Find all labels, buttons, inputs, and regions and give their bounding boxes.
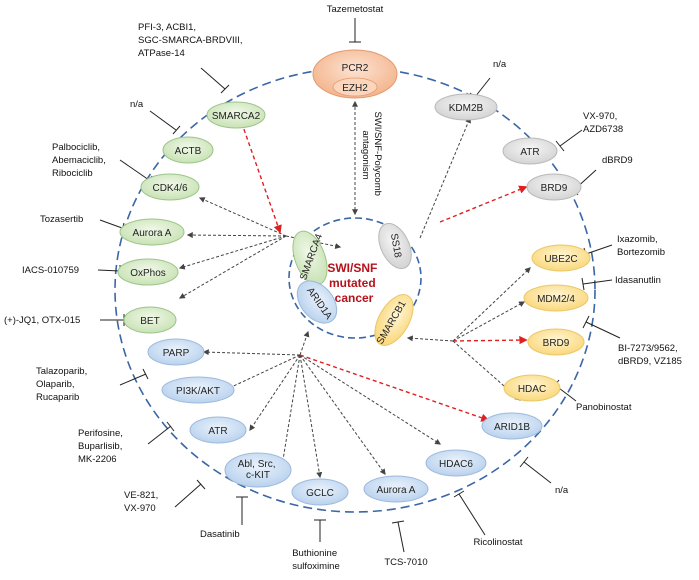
yellow-nodes: UBE2C MDM2/4 BRD9 HDAC: [503, 244, 591, 402]
node-atr-blue: ATR: [208, 426, 227, 437]
node-bet: BET: [140, 316, 159, 327]
green-nodes: SMARCA2 ACTB CDK4/6 Aurora A OxPhos BET: [117, 101, 266, 334]
node-abl-src-ckit: Abl, Src, c-KIT: [238, 459, 279, 481]
inhibitor-actb: n/a: [130, 99, 144, 110]
node-aurora-a-blue: Aurora A: [377, 485, 416, 496]
node-hdac6: HDAC6: [439, 459, 473, 470]
node-smarca2: SMARCA2: [212, 111, 261, 122]
inhibitor-atr-blue: VE-821, VX-970: [124, 490, 161, 514]
node-actb: ACTB: [175, 146, 202, 157]
inhibitor-brd9-grey: dBRD9: [602, 155, 633, 166]
inhibitor-parp: Talazoparib, Olaparib, Rucaparib: [36, 366, 90, 403]
node-ube2c: UBE2C: [544, 254, 577, 265]
bottom-hub-arrows: [202, 330, 442, 479]
red-arrow-brd9-yellow: [452, 335, 528, 345]
pcr2-label: PCR2: [342, 63, 369, 74]
node-arid1b: ARID1B: [494, 422, 530, 433]
ss18-label: SS18: [388, 233, 403, 259]
red-arrow-arid1b: [299, 354, 490, 422]
inhibitor-smarca2: PFI-3, ACBI1, SGC-SMARCA-BRDVIII, ATPase…: [138, 22, 245, 59]
node-oxphos: OxPhos: [130, 268, 166, 279]
node-kdm2b: KDM2B: [449, 103, 484, 114]
inhibitor-pi3k-akt: Perifosine, Buparlisib, MK-2206: [78, 428, 126, 465]
node-hdac: HDAC: [518, 384, 546, 395]
upper-right-arrows: [419, 116, 471, 239]
inhibitor-brd9-yellow: BI-7273/9562, dBRD9, VZ185: [618, 343, 682, 367]
inhibitor-kdm2b: n/a: [493, 59, 507, 70]
inner-ring: [288, 217, 422, 339]
inhibitor-abl: Dasatinib: [200, 529, 240, 540]
red-arrow-smarca2: [238, 116, 282, 234]
right-hub-arrows: [406, 267, 531, 401]
inhibitor-cdk46: Palbociclib, Abemaciclib, Ribociclib: [52, 142, 109, 179]
node-brd9-yellow: BRD9: [543, 338, 570, 349]
inhibitor-oxphos: IACS-010759: [22, 265, 79, 276]
node-pi3k-akt: PI3K/AKT: [176, 386, 220, 397]
node-gclc: GCLC: [306, 488, 334, 499]
inhibitor-ube2c: Ixazomib, Bortezomib: [617, 234, 665, 258]
red-arrow-brd9-grey: [439, 185, 528, 223]
inhibitor-atr-grey: VX-970, AZD6738: [583, 111, 623, 135]
inhibitor-mdm24: Idasanutlin: [615, 275, 661, 286]
inhibitor-aurora-a-blue: TCS-7010: [384, 557, 427, 568]
outer-ring: [114, 67, 596, 513]
inhibitor-gclc: Buthionine sulfoximine: [292, 548, 340, 572]
center-title: SWI/SNF mutated cancer: [327, 261, 380, 305]
node-atr-grey: ATR: [520, 147, 539, 158]
node-aurora-a-green: Aurora A: [133, 228, 172, 239]
core-subunits: SMARCA4 SS18 ARID1A SMARCB1: [292, 222, 414, 346]
ezh2-label: EZH2: [342, 83, 368, 94]
inhibitor-aurora-a-green: Tozasertib: [40, 214, 83, 225]
inhibitor-labels: Tazemetostat PFI-3, ACBI1, SGC-SMARCA-BR…: [4, 4, 682, 572]
blue-nodes: PARP PI3K/AKT ATR Abl, Src, c-KIT GCLC A…: [147, 338, 543, 506]
inhibitor-hdac: Panobinostat: [576, 402, 632, 413]
inhibitor-tazemetostat: Tazemetostat: [327, 4, 384, 15]
inhibitor-bet: (+)-JQ1, OTX-015: [4, 315, 80, 326]
inhibitor-arid1b: n/a: [555, 485, 569, 496]
inhibitor-hdac6: Ricolinostat: [473, 537, 522, 548]
node-cdk46: CDK4/6: [152, 183, 187, 194]
antagonism-label: SWI/SNF-Polycomb antagonism: [360, 111, 383, 198]
grey-nodes: KDM2B ATR BRD9: [434, 93, 582, 201]
node-mdm24: MDM2/4: [537, 294, 575, 305]
node-parp: PARP: [163, 348, 190, 359]
node-brd9-grey: BRD9: [541, 183, 568, 194]
pcr2-complex: PCR2 EZH2: [312, 49, 398, 99]
